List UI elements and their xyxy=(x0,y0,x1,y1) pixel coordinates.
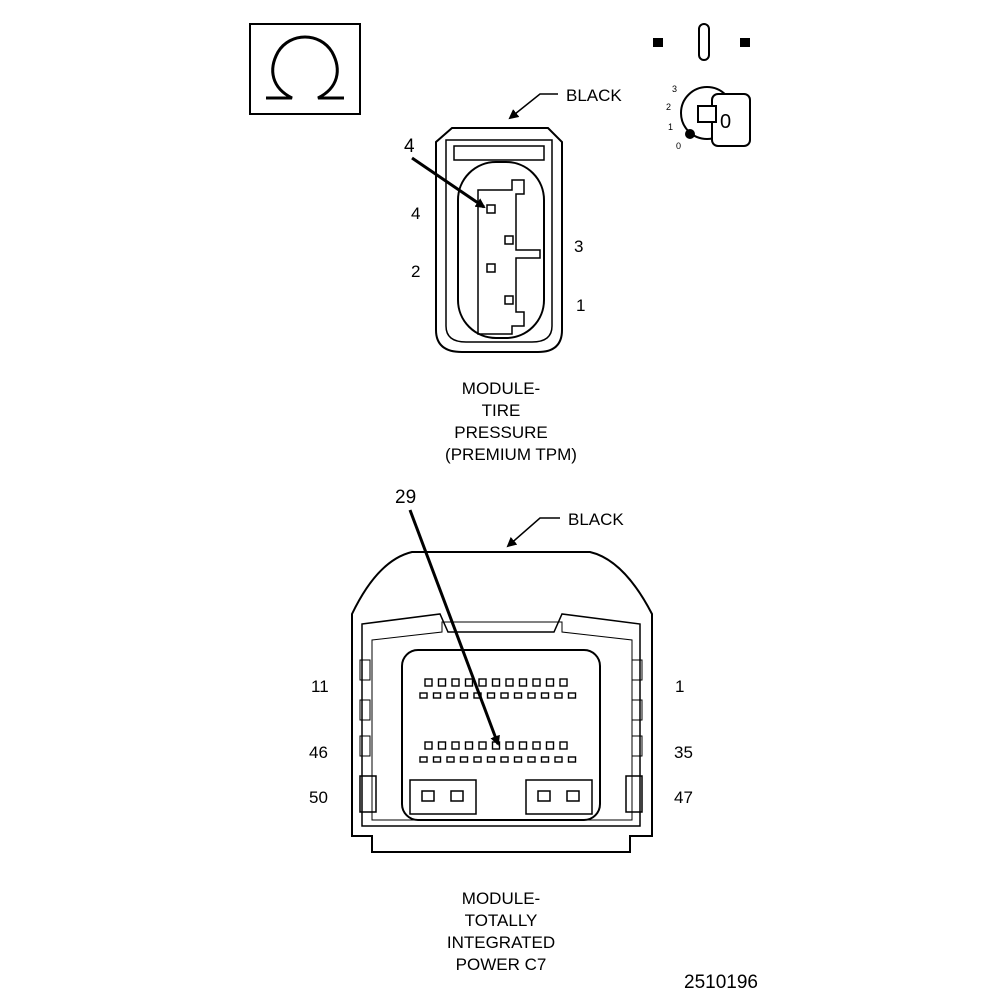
tpm-pin-cavity-4 xyxy=(486,204,496,214)
tipm-pin-cavity xyxy=(464,678,474,687)
tipm-pin-cavity xyxy=(459,756,469,763)
svg-text:INTEGRATED: INTEGRATED xyxy=(447,933,555,952)
tipm-pin-cavity xyxy=(559,741,568,750)
tpm-pin-cavity-3 xyxy=(504,235,514,245)
tpm-callout-number: 4 xyxy=(404,136,415,157)
svg-text:POWER C7: POWER C7 xyxy=(456,955,547,974)
tipm-color-leader xyxy=(506,517,560,548)
tipm-pin-cavity xyxy=(464,741,474,750)
tipm-pin-cavity xyxy=(545,678,555,687)
tpm-pin-cavity-2 xyxy=(486,263,496,273)
tipm-c7-connector xyxy=(351,551,653,853)
figure-id: 2510196 xyxy=(684,972,758,993)
tipm-large-cavity-left xyxy=(409,779,477,815)
tipm-pin-cavity xyxy=(527,692,536,699)
tipm-pin-label-11: 11 xyxy=(311,677,329,696)
tipm-pin-cavity xyxy=(505,741,514,750)
tpm-color-label: BLACK xyxy=(566,86,622,105)
tpm-pin-label-1: 1 xyxy=(576,296,585,315)
tipm-pin-cavity xyxy=(424,678,433,687)
tipm-pin-cavity xyxy=(486,692,496,699)
tipm-pin-grid xyxy=(419,678,577,763)
tpm-caption: MODULE- TIRE PRESSURE (PREMIUM TPM) xyxy=(445,379,577,464)
svg-text:MODULE-: MODULE- xyxy=(462,379,540,398)
tpm-color-leader xyxy=(508,93,558,120)
tipm-pin-cavity xyxy=(532,678,541,687)
tpm-pin-label-4: 4 xyxy=(411,204,420,223)
tipm-pin-cavity xyxy=(554,692,563,699)
tipm-pin-cavity xyxy=(432,756,442,763)
tipm-pin-cavity xyxy=(432,692,442,699)
tipm-pin-cavity xyxy=(478,678,487,687)
tpm-pin-label-2: 2 xyxy=(411,262,420,281)
tipm-pin-cavity xyxy=(437,741,447,750)
tpm-pin-label-3: 3 xyxy=(574,237,583,256)
svg-text:TIRE: TIRE xyxy=(482,401,521,420)
ignition-position-2: 2 xyxy=(666,102,671,112)
svg-text:MODULE-: MODULE- xyxy=(462,889,540,908)
tipm-color-label: BLACK xyxy=(568,510,624,529)
tipm-pin-cavity xyxy=(451,678,460,687)
tipm-pin-cavity xyxy=(518,678,528,687)
ignition-key-label: 0 xyxy=(720,111,731,133)
ignition-position-1: 1 xyxy=(668,122,673,132)
ignition-key-switch-icon: 3 2 1 0 0 xyxy=(653,23,751,151)
tipm-pin-cavity xyxy=(491,678,501,687)
tipm-pin-label-47: 47 xyxy=(674,788,693,807)
tipm-pin-cavity xyxy=(559,678,568,687)
tipm-caption: MODULE- TOTALLY INTEGRATED POWER C7 xyxy=(447,889,555,974)
tipm-pin-cavity xyxy=(554,756,563,763)
tipm-pin-cavity xyxy=(527,756,536,763)
tipm-pin-label-50: 50 xyxy=(309,788,328,807)
tipm-pin-cavity xyxy=(567,692,577,699)
tipm-pin-cavity xyxy=(540,692,550,699)
tipm-pin-cavity xyxy=(567,756,577,763)
tipm-pin-cavity xyxy=(437,678,447,687)
tipm-pin-cavity xyxy=(532,741,541,750)
tipm-pin-cavity xyxy=(540,756,550,763)
tipm-pin-label-35: 35 xyxy=(674,743,693,762)
tipm-callout-number: 29 xyxy=(395,487,416,508)
tipm-pin-cavity xyxy=(446,692,455,699)
omega-symbol-icon xyxy=(249,23,361,115)
tipm-pin-cavity xyxy=(500,692,509,699)
tipm-pin-cavity xyxy=(486,756,496,763)
tipm-pin-cavity xyxy=(424,741,433,750)
tpm-callout-arrow xyxy=(411,156,486,209)
tipm-pin-label-1: 1 xyxy=(675,677,684,696)
tipm-pin-cavity xyxy=(451,741,460,750)
tipm-pin-cavity xyxy=(500,756,509,763)
tipm-pin-cavity xyxy=(518,741,528,750)
ignition-position-3: 3 xyxy=(672,84,677,94)
svg-text:TOTALLY: TOTALLY xyxy=(465,911,538,930)
tipm-pin-cavity xyxy=(459,692,469,699)
tipm-callout-arrow xyxy=(408,509,500,746)
svg-text:(PREMIUM TPM): (PREMIUM TPM) xyxy=(445,445,577,464)
svg-text:PRESSURE: PRESSURE xyxy=(454,423,548,442)
tipm-pin-cavity xyxy=(505,678,514,687)
tipm-pin-label-46: 46 xyxy=(309,743,328,762)
tipm-pin-cavity xyxy=(446,756,455,763)
tipm-large-cavity-right xyxy=(525,779,593,815)
tpm-connector xyxy=(435,127,563,353)
tpm-pin-cavity-1 xyxy=(504,295,514,305)
tipm-pin-cavity xyxy=(478,741,487,750)
tipm-pin-cavity xyxy=(473,756,482,763)
tipm-pin-cavity xyxy=(545,741,555,750)
tipm-pin-cavity xyxy=(419,756,428,763)
ignition-position-0: 0 xyxy=(676,141,681,151)
tipm-pin-cavity xyxy=(419,692,428,699)
tipm-pin-cavity xyxy=(513,692,523,699)
tipm-pin-cavity xyxy=(513,756,523,763)
